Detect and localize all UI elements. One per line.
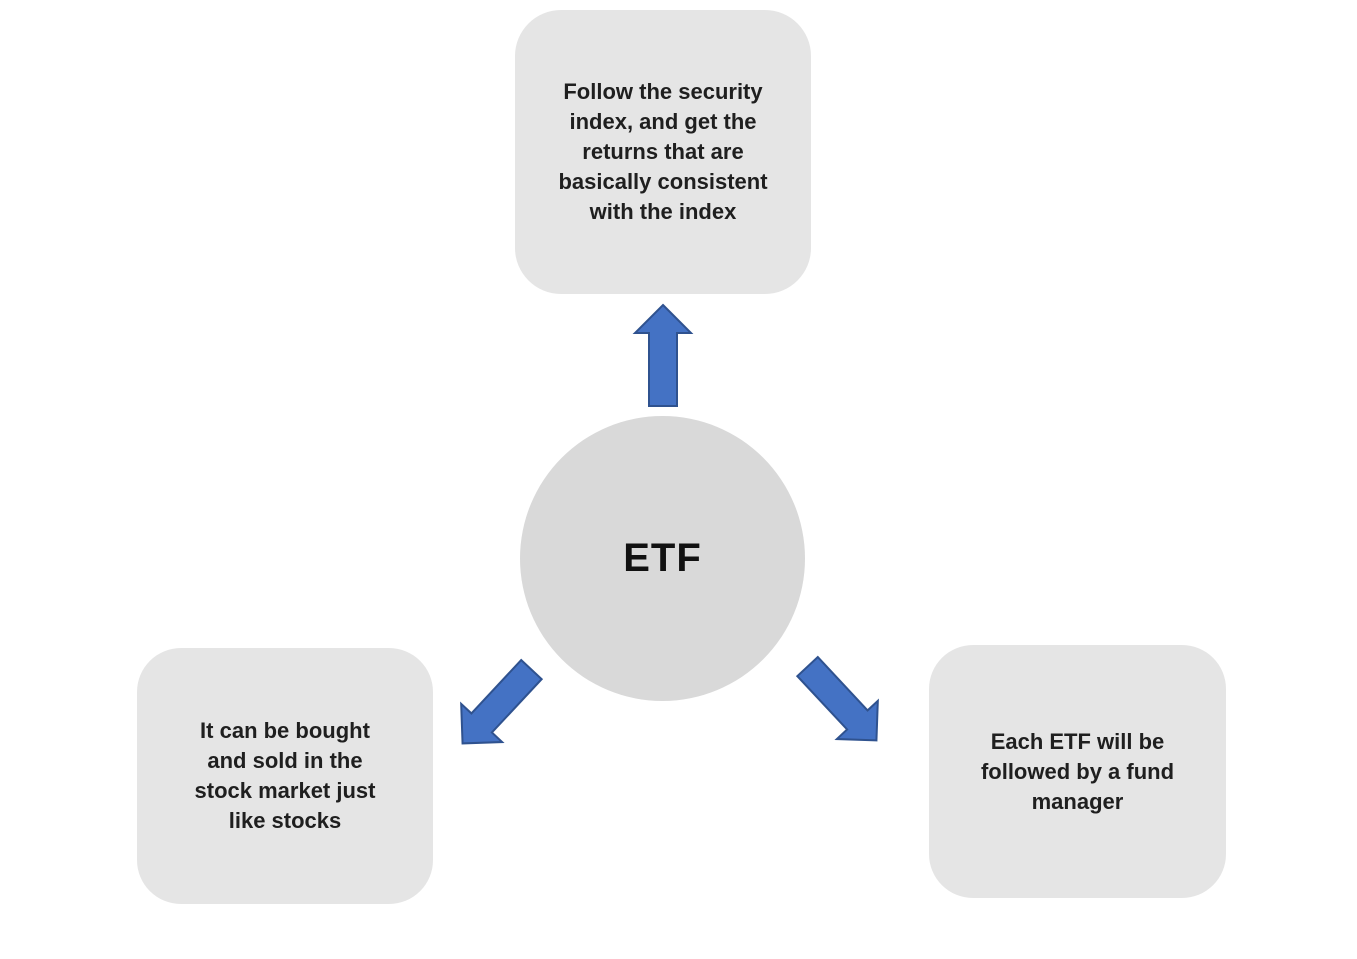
center-circle: ETF xyxy=(520,416,805,701)
arrow-down-right-icon xyxy=(795,655,879,742)
arrow-up-shape xyxy=(632,303,694,407)
arrow-up-icon xyxy=(632,303,694,407)
arrow-down-left-icon xyxy=(460,658,544,745)
center-circle-label: ETF xyxy=(623,536,702,580)
node-bottom-right-text: Each ETF will be followed by a fund mana… xyxy=(980,728,1175,814)
node-bottom-left: It can be bought and sold in the stock m… xyxy=(137,648,433,904)
node-top: Follow the security index, and get the r… xyxy=(515,10,811,294)
arrow-down-right-shape xyxy=(795,655,879,742)
node-bottom-right: Each ETF will be followed by a fund mana… xyxy=(929,645,1226,898)
node-bottom-left-text: It can be bought and sold in the stock m… xyxy=(194,718,376,833)
arrow-down-left-shape xyxy=(460,658,544,745)
node-top-text: Follow the security index, and get the r… xyxy=(558,79,768,224)
